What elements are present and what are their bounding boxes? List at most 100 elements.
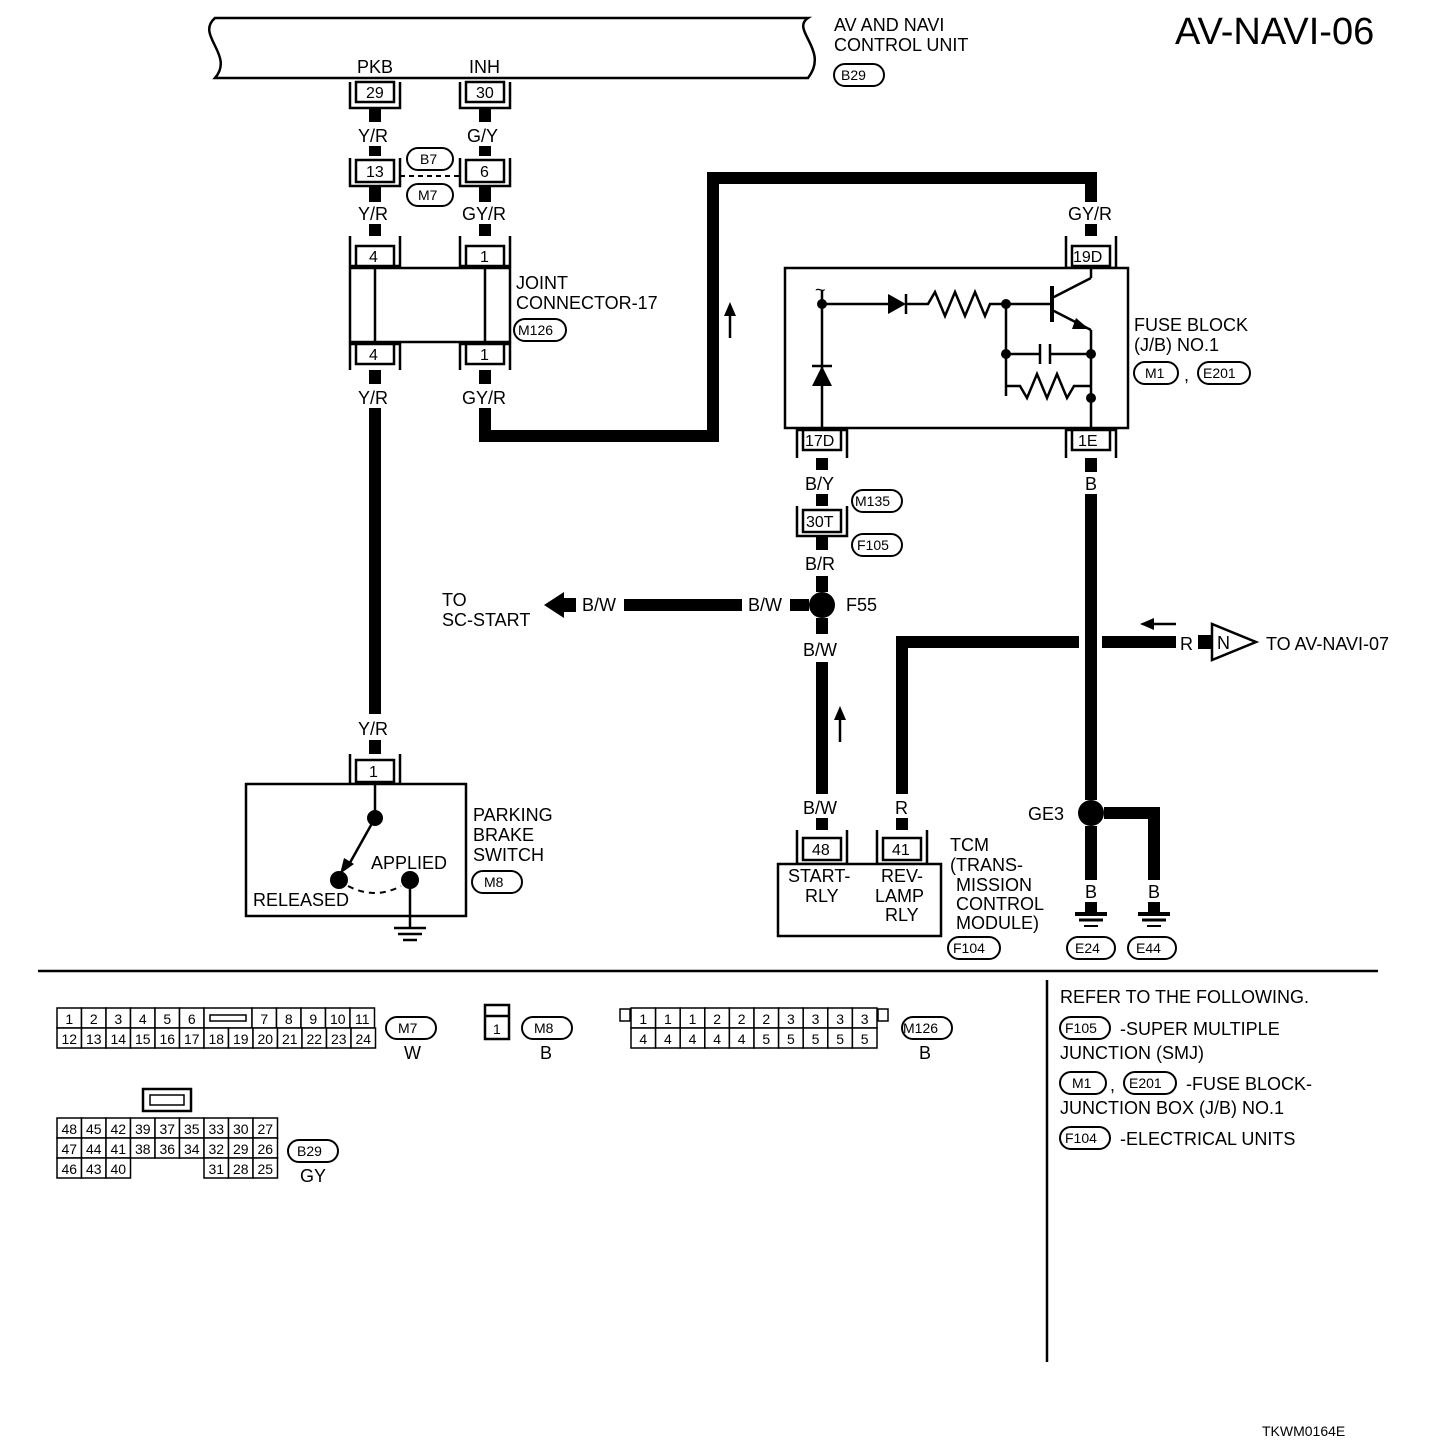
svg-text:1: 1 (480, 249, 489, 266)
svg-text:B29: B29 (297, 1143, 322, 1159)
tcm-name-4: CONTROL (956, 894, 1044, 914)
svg-text:13: 13 (366, 164, 384, 181)
parking-brake-switch: 1 (244, 754, 468, 942)
applied-label: APPLIED (371, 853, 447, 873)
reference-1-line-1: -SUPER MULTIPLE (1120, 1019, 1280, 1039)
connector-pin-label: 44 (86, 1141, 102, 1157)
tcm-name-1: TCM (950, 835, 989, 855)
latch-icon (209, 1014, 247, 1022)
reference-2-line-2: JUNCTION BOX (J/B) NO.1 (1060, 1098, 1284, 1118)
connector-pin-label: 5 (836, 1031, 844, 1047)
fuse-block-connector-ref: M1 , E201 (1133, 361, 1251, 385)
connector-pin-label: 34 (184, 1141, 200, 1157)
connector-view-m126-ref: M126 (901, 1016, 953, 1040)
connector-view-b29-color: GY (300, 1166, 326, 1186)
connector-pin-label: 22 (306, 1031, 322, 1047)
svg-text:M8: M8 (534, 1020, 554, 1036)
svg-text:1: 1 (480, 347, 489, 364)
connector-view-m126-color: B (919, 1043, 931, 1063)
tcm-name-5: MODULE) (956, 913, 1039, 933)
connector-pin-label: 14 (110, 1031, 126, 1047)
parking-brake-name-3: SWITCH (473, 845, 544, 865)
reference-f105: F105 (1059, 1016, 1111, 1040)
wire-label-yr-2: Y/R (358, 204, 388, 224)
connector-pin-label: 4 (713, 1031, 721, 1047)
reference-m1-e201: M1 , E201 (1059, 1071, 1177, 1095)
connector-pin-label: 12 (61, 1031, 77, 1047)
connector-pin-label: 40 (110, 1161, 126, 1177)
latch-icon (149, 1094, 185, 1106)
connector-cell (851, 1027, 878, 1049)
latch-icon-right (877, 1008, 889, 1022)
reference-f104: F104 (1059, 1126, 1111, 1150)
wire-label-gyr-3: GY/R (1068, 204, 1112, 224)
svg-text:,: , (1184, 365, 1189, 385)
sc-start-label-2: SC-START (442, 610, 530, 630)
connector-pin-label: 1 (639, 1011, 647, 1027)
sc-start-label-1: TO (442, 590, 467, 610)
wire-label-b-2: B (1085, 882, 1097, 902)
svg-text:M126: M126 (518, 322, 553, 338)
joint-connector-name-1: JOINT (516, 273, 568, 293)
pin-30: 30 (458, 80, 512, 110)
connector-pin-label: 17 (184, 1031, 200, 1047)
connector-pin-label: 6 (188, 1011, 196, 1027)
current-arrow-left (1140, 618, 1176, 630)
connector-pin-label: 4 (639, 1031, 647, 1047)
connector-pin-label: 18 (208, 1031, 224, 1047)
connector-pin-label: 41 (110, 1141, 126, 1157)
connector-pin-label: 3 (114, 1011, 122, 1027)
splice-ge3 (1078, 800, 1104, 826)
connector-pin-label: 5 (762, 1031, 770, 1047)
connector-pin-label: 43 (86, 1161, 102, 1177)
svg-text:17D: 17D (805, 433, 834, 450)
svg-text:4: 4 (369, 249, 378, 266)
joint-connector-ref: M126 (513, 318, 567, 342)
wire-label-br: B/R (805, 554, 835, 574)
wire-gyr-4 (479, 172, 1097, 442)
connector-pin-label: 9 (309, 1011, 317, 1027)
joint-connector-17: 4 1 4 1 (348, 236, 512, 370)
connector-pin-label: 42 (110, 1121, 126, 1137)
reference-1-line-2: JUNCTION (SMJ) (1060, 1043, 1204, 1063)
connector-pin-label: 3 (836, 1011, 844, 1027)
current-arrow-up-2 (834, 706, 846, 742)
svg-text:F104: F104 (953, 940, 985, 956)
wire-r-1 (896, 636, 1079, 794)
connector-pin-label: 4 (664, 1031, 672, 1047)
connector-pin-label: 5 (812, 1031, 820, 1047)
svg-text:30: 30 (476, 85, 494, 102)
control-unit-connector-ref: B29 (833, 63, 885, 87)
latch-icon-left (619, 1008, 631, 1022)
svg-text:,: , (1110, 1075, 1115, 1095)
arrow-to-sc-start-icon (544, 592, 576, 618)
connector-pin-label: 2 (738, 1011, 746, 1027)
svg-text:E201: E201 (1129, 1075, 1162, 1091)
svg-text:E44: E44 (1136, 940, 1161, 956)
navi07-connector-icon: N (1210, 622, 1260, 662)
connector-pin-label: 13 (86, 1031, 102, 1047)
connector-pin-label: 36 (159, 1141, 175, 1157)
connector-pin-label: 2 (713, 1011, 721, 1027)
svg-text:M1: M1 (1072, 1075, 1092, 1091)
connector-view-m8: 1 (483, 1003, 511, 1041)
reference-2-line-1: -FUSE BLOCK- (1186, 1074, 1312, 1094)
connector-pin-label: 39 (135, 1121, 151, 1137)
connector-pin-label: 28 (233, 1161, 249, 1177)
connector-pin-label: 24 (355, 1031, 371, 1047)
connector-pin-label: 20 (257, 1031, 273, 1047)
splice-label: F55 (846, 595, 877, 615)
connector-pin-label: 16 (159, 1031, 175, 1047)
svg-text:F105: F105 (1065, 1020, 1097, 1036)
smj-connector: 30T M135 F105 (795, 489, 903, 557)
pin-pkb-label: PKB (357, 57, 393, 77)
wire-label-bw-3: B/W (803, 640, 837, 660)
connector-view-m8-ref: M8 (521, 1016, 573, 1040)
svg-text:~: ~ (815, 280, 826, 300)
control-unit-name-1: AV AND NAVI (834, 15, 944, 35)
connector-pin-label: 46 (61, 1161, 77, 1177)
tcm-unit: 48 41 (776, 830, 943, 938)
svg-text:M126: M126 (903, 1020, 938, 1036)
